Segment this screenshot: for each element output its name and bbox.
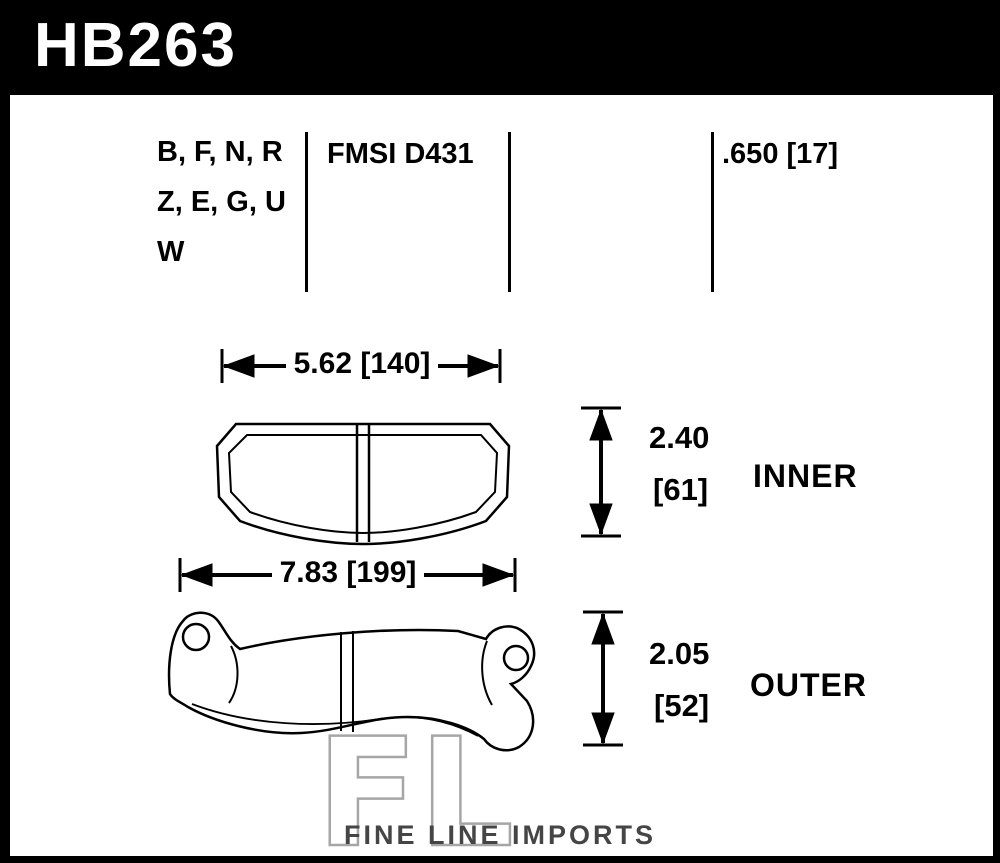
outer-height-mm: [52] [654,688,710,723]
pad-thickness: .650 [17] [722,138,839,170]
outer-height-inches: 2.05 [649,636,710,671]
watermark-monogram: FL [316,707,514,863]
table-divider [305,132,308,292]
left-border [0,0,10,863]
table-divider [711,132,714,292]
outer-width-dimension [178,558,517,592]
inner-height-dimension [581,406,621,538]
inner-pad-drawing [215,422,511,546]
watermark-text: FINE LINE IMPORTS [343,820,656,850]
inner-width-value: 5.62 [140] [286,347,438,381]
right-border [993,0,1000,863]
outer-pad-label: OUTER [750,667,867,703]
fmsi-number: FMSI D431 [327,138,474,170]
bottom-border [0,856,1000,863]
right-mounting-hole [502,644,530,672]
inner-pad-label: INNER [753,458,858,494]
outer-pad-drawing [167,611,536,752]
inner-height-mm: [61] [653,472,709,507]
outer-height-dimension [583,610,623,747]
outer-width-value: 7.83 [199] [272,556,424,590]
compound-codes-line-2: Z, E, G, U [157,186,286,218]
header-bar [0,0,1000,95]
left-mounting-hole [181,622,211,652]
part-number: HB263 [34,11,237,80]
compound-codes-line-3: W [157,236,185,268]
inner-height-inches: 2.40 [649,420,710,455]
compound-codes-line-1: B, F, N, R [157,136,283,168]
table-divider [508,132,511,292]
